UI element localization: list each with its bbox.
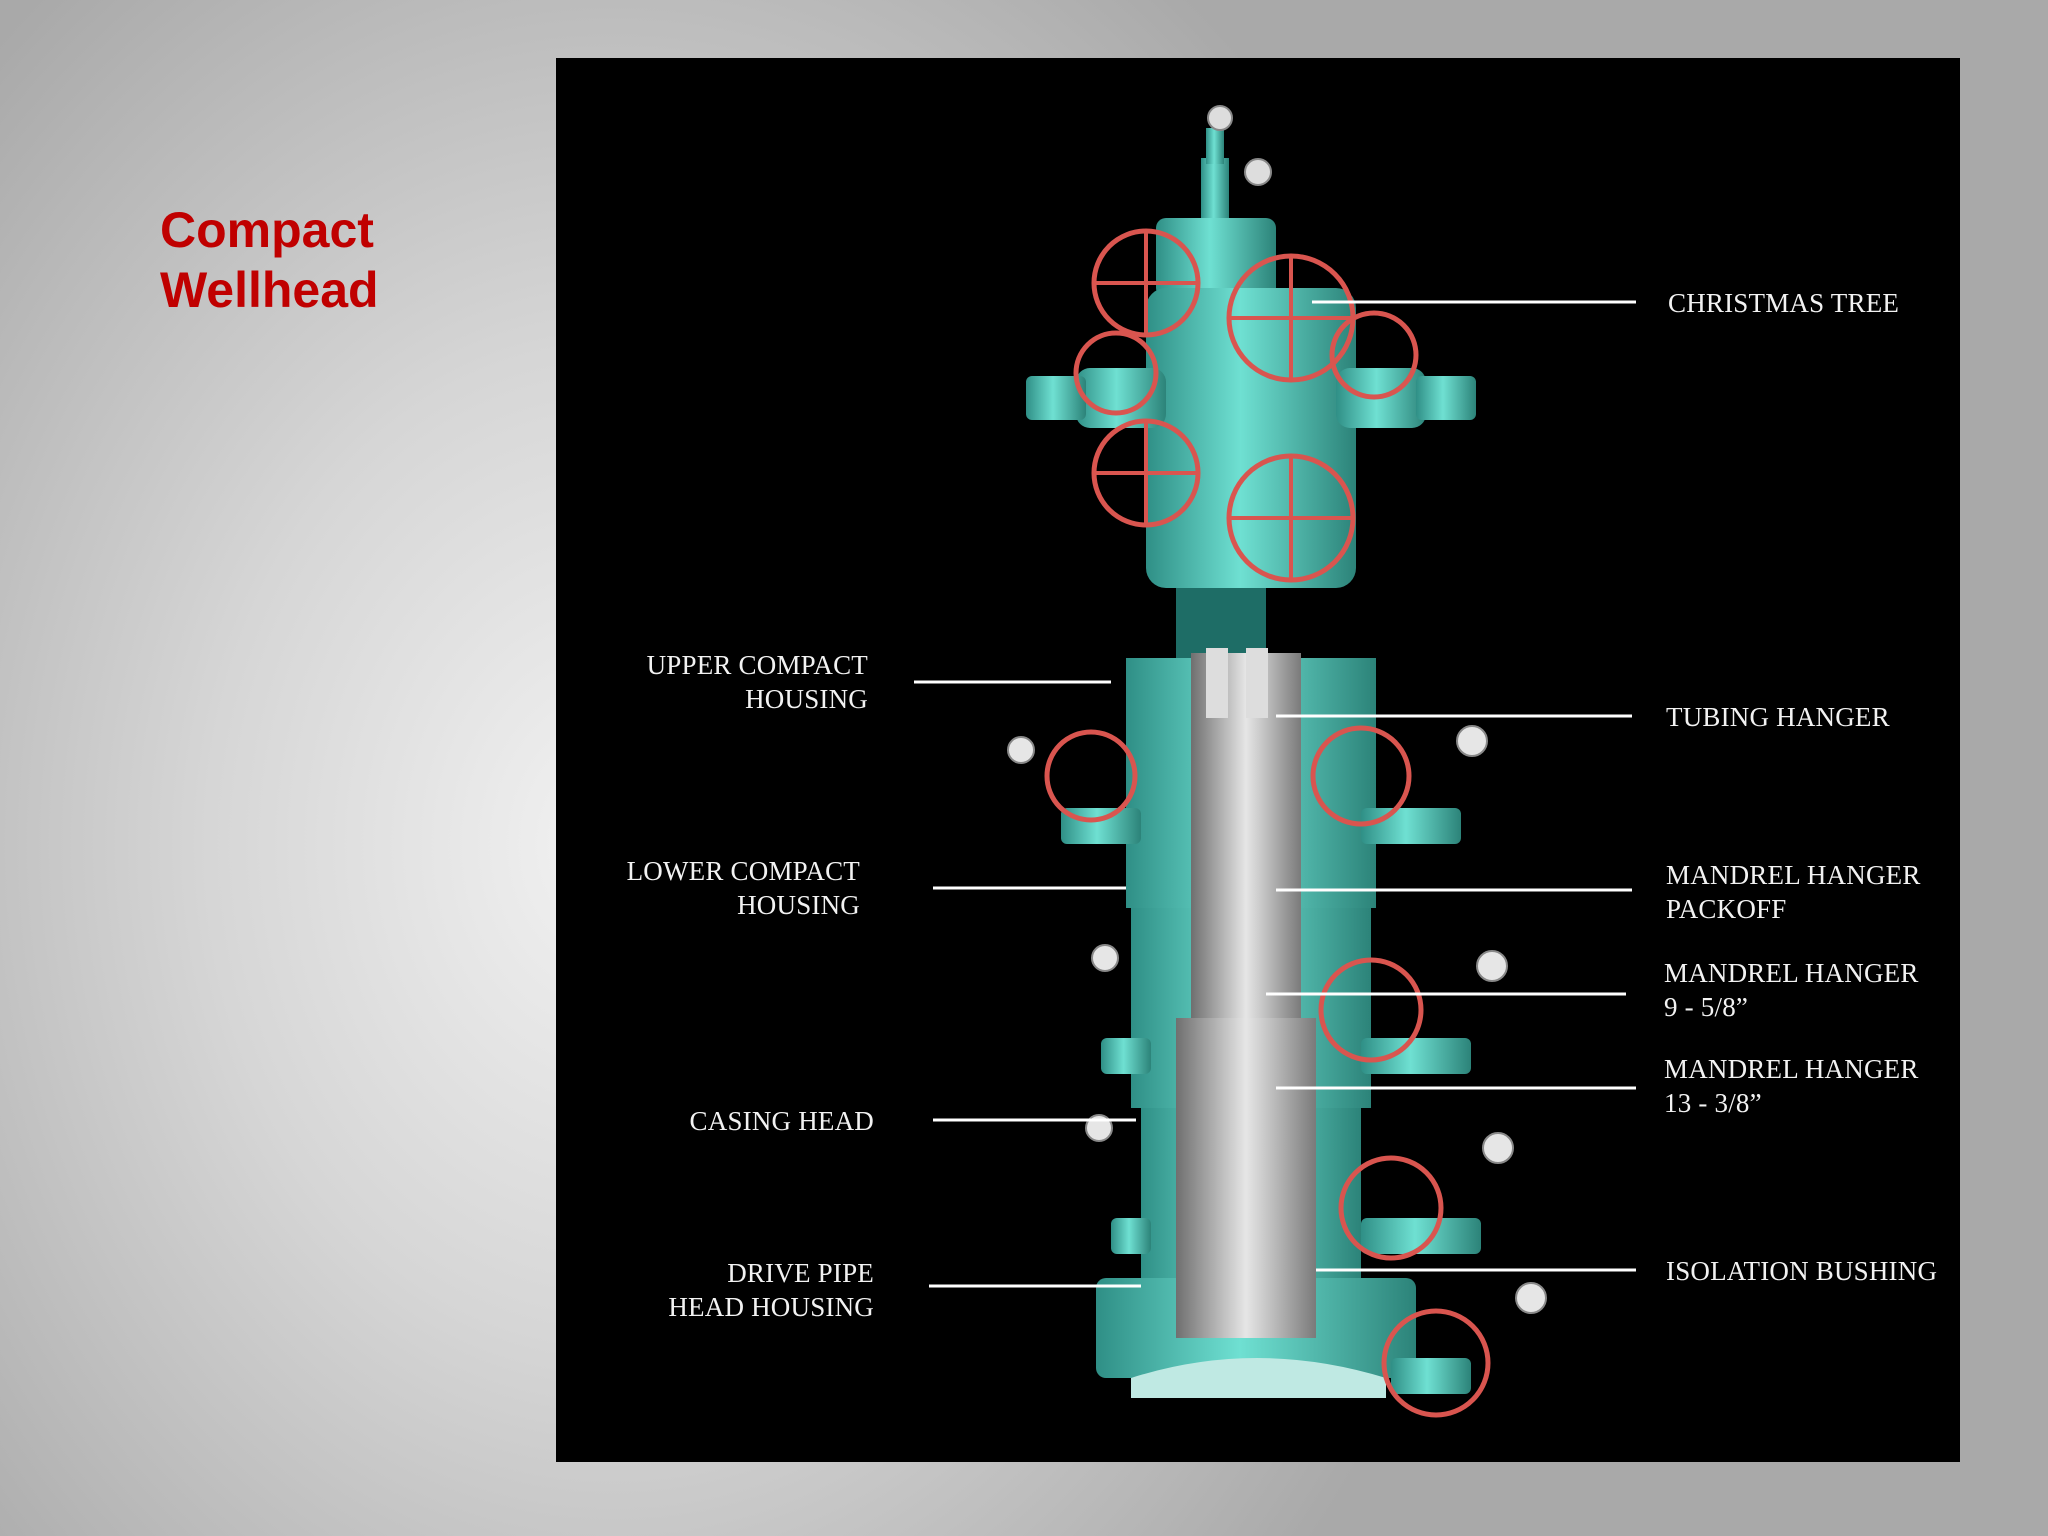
- label-tubing-hanger: TUBING HANGER: [1666, 702, 1890, 732]
- label-lower-compact-housing: LOWER COMPACT HOUSING: [626, 856, 860, 920]
- slide-title-line2: Wellhead: [160, 262, 379, 318]
- label-casing-head: CASING HEAD: [689, 1106, 874, 1136]
- label-isolation-bushing: ISOLATION BUSHING: [1666, 1256, 1938, 1286]
- label-mandrel-hanger-packoff: MANDREL HANGER PACKOFF: [1666, 860, 1921, 924]
- christmas-tree-assembly: [1026, 105, 1476, 658]
- label-mandrel-hanger-13-3-8: MANDREL HANGER 13 - 3/8”: [1664, 1054, 1919, 1118]
- slide-title: Compact Wellhead: [160, 200, 379, 320]
- slide-title-line1: Compact: [160, 202, 374, 258]
- housing-assembly: [1007, 648, 1547, 1418]
- wellhead-figure: CHRISTMAS TREE TUBING HANGER MANDREL HAN…: [556, 58, 1960, 1462]
- label-mandrel-hanger-9-5-8: MANDREL HANGER 9 - 5/8”: [1664, 958, 1919, 1022]
- label-drive-pipe-head-housing: DRIVE PIPE HEAD HOUSING: [668, 1258, 874, 1322]
- label-christmas-tree: CHRISTMAS TREE: [1668, 288, 1900, 318]
- wellhead-illustration: [914, 105, 1636, 1418]
- leader-lines: [914, 300, 1636, 1288]
- label-upper-compact-housing: UPPER COMPACT HOUSING: [646, 650, 868, 714]
